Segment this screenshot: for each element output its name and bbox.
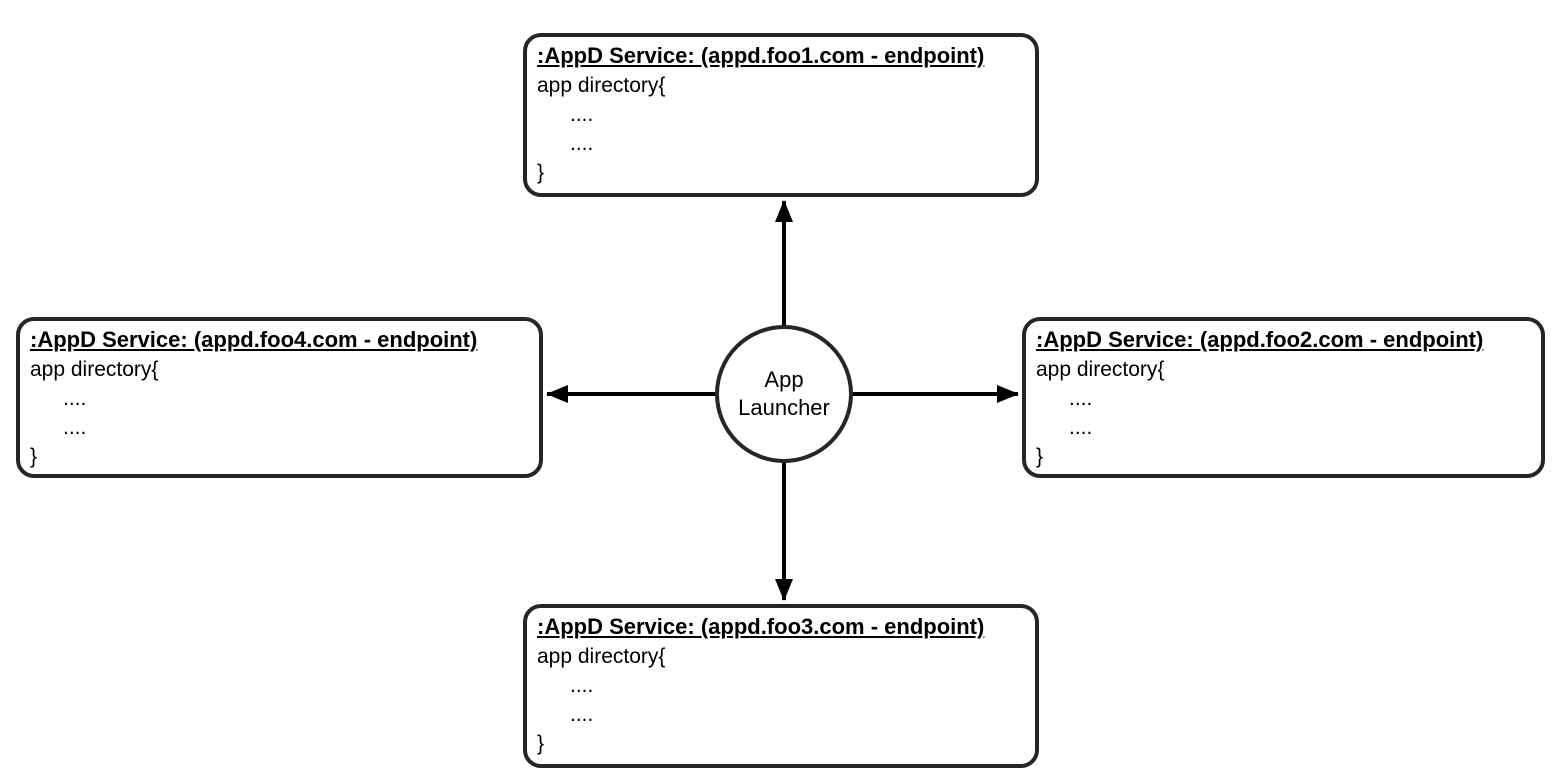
service-node-body-line: .... bbox=[570, 674, 594, 697]
service-node-body-line: .... bbox=[570, 103, 594, 126]
service-node-title: :AppD Service: (appd.foo3.com - endpoint… bbox=[537, 614, 985, 639]
service-node-title: :AppD Service: (appd.foo4.com - endpoint… bbox=[30, 327, 478, 352]
service-node-body-line: .... bbox=[1069, 387, 1093, 410]
service-node-body-line: app directory{ bbox=[537, 74, 666, 97]
service-node-foo3: :AppD Service: (appd.foo3.com - endpoint… bbox=[523, 604, 1039, 768]
service-node-body-line: .... bbox=[570, 703, 594, 726]
service-node-body-line: } bbox=[30, 445, 38, 468]
service-node-body-line: } bbox=[537, 161, 545, 184]
service-node-foo2: :AppD Service: (appd.foo2.com - endpoint… bbox=[1022, 317, 1545, 478]
app-launcher-label-line: App bbox=[764, 367, 804, 392]
service-node-body-line: } bbox=[1036, 445, 1044, 468]
service-node-body-line: .... bbox=[570, 132, 594, 155]
app-launcher-node: App Launcher bbox=[715, 325, 853, 463]
service-node-body-line: app directory{ bbox=[1036, 358, 1165, 381]
service-node-foo1: :AppD Service: (appd.foo1.com - endpoint… bbox=[523, 33, 1039, 197]
service-node-body-line: app directory{ bbox=[537, 645, 666, 668]
service-node-title: :AppD Service: (appd.foo2.com - endpoint… bbox=[1036, 327, 1484, 352]
service-node-body-line: .... bbox=[63, 416, 87, 439]
service-node-body-line: app directory{ bbox=[30, 358, 159, 381]
app-launcher-label-line: Launcher bbox=[738, 395, 830, 420]
service-node-body-line: .... bbox=[1069, 416, 1093, 439]
service-node-body-line: } bbox=[537, 732, 545, 755]
service-node-foo4: :AppD Service: (appd.foo4.com - endpoint… bbox=[16, 317, 543, 478]
service-node-title: :AppD Service: (appd.foo1.com - endpoint… bbox=[537, 43, 985, 68]
service-node-body-line: .... bbox=[63, 387, 87, 410]
